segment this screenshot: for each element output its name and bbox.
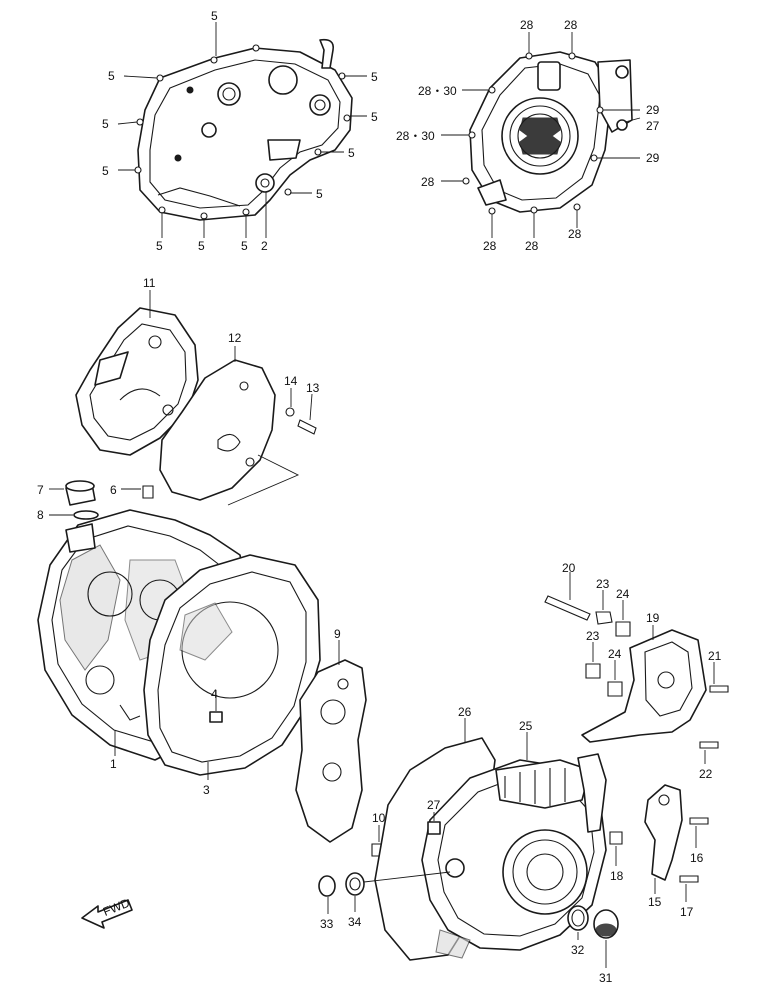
gen-cover-bolts (462, 52, 604, 215)
generator-cover-assy: 26 25 (374, 705, 607, 961)
bracket-15: 16 17 15 18 (609, 784, 709, 919)
callout-5-left3: 5 (102, 164, 109, 178)
callout-5-right1: 5 (316, 187, 323, 201)
callout-5-bottom1: 5 (156, 239, 163, 253)
callout-5-left2: 5 (102, 117, 109, 131)
callout-13: 13 (306, 381, 320, 395)
callout-8: 8 (37, 508, 44, 522)
callout-22: 22 (699, 767, 713, 781)
callout-20: 20 (562, 561, 576, 575)
callout-5-right2: 5 (348, 146, 355, 160)
callout-5-right3: 5 (371, 110, 378, 124)
callout-34: 34 (348, 915, 362, 929)
crankcase-cover-gasket-3: 4 3 (143, 554, 321, 797)
callout-26: 26 (458, 705, 472, 719)
callout-25: 25 (519, 719, 533, 733)
callout-31: 31 (599, 971, 613, 985)
callout-27-b: 27 (427, 798, 441, 812)
callout-32: 32 (571, 943, 585, 957)
callout-29-a: 29 (646, 103, 660, 117)
callout-28-c: 28 (421, 175, 435, 189)
callout-11: 11 (143, 276, 156, 290)
callout-28-e: 28 (525, 239, 539, 253)
callout-23-b: 23 (586, 629, 600, 643)
callout-15: 15 (648, 895, 662, 909)
generator-cover-outer: 28 28 28・30 28・30 28 28 28 28 29 27 29 (396, 18, 660, 253)
callout-18: 18 (610, 869, 624, 883)
callout-5-left1: 5 (108, 69, 115, 83)
callout-28-b: 28 (564, 18, 578, 32)
dowel-and-seals: 27 33 34 (318, 798, 451, 931)
callout-5-right4: 5 (371, 70, 378, 84)
callout-6: 6 (110, 483, 117, 497)
callout-5-bottom2: 5 (198, 239, 205, 253)
callout-24-b: 24 (608, 647, 622, 661)
callout-2: 2 (261, 239, 268, 253)
fasteners-13-14: 14 13 (284, 374, 320, 435)
callout-3: 3 (203, 783, 210, 797)
callout-4: 4 (211, 687, 218, 701)
clutch-cover-outer: 5 5 5 5 5 5 5 2 5 5 5 5 (102, 9, 378, 253)
callout-28-30-b: 28・30 (396, 129, 435, 143)
callout-14: 14 (284, 374, 298, 388)
callout-1: 1 (110, 757, 117, 771)
callout-16: 16 (690, 851, 704, 865)
callout-28-30-a: 28・30 (418, 84, 457, 98)
callout-19: 19 (646, 611, 660, 625)
callout-29-b: 29 (646, 151, 660, 165)
callout-12: 12 (228, 331, 242, 345)
callout-9: 9 (334, 627, 341, 641)
guard-parts-19-24: 20 23 24 23 24 19 21 22 (544, 561, 729, 781)
callout-28-a: 28 (520, 18, 534, 32)
oil-filler-parts: 7 8 6 (37, 480, 154, 522)
fwd-arrow: FWD (81, 896, 133, 929)
callout-28-d: 28 (483, 239, 497, 253)
callout-23-a: 23 (596, 577, 610, 591)
callout-27-a: 27 (646, 119, 660, 133)
callout-33: 33 (320, 917, 334, 931)
callout-28-f: 28 (568, 227, 582, 241)
callout-5-bottom3: 5 (241, 239, 248, 253)
callout-24-a: 24 (616, 587, 630, 601)
gasket-12: 12 (159, 331, 300, 506)
callout-21: 21 (708, 649, 722, 663)
plug-and-oring: 32 31 (567, 905, 619, 985)
callout-5-top: 5 (211, 9, 218, 23)
callout-17: 17 (680, 905, 694, 919)
callout-7: 7 (37, 483, 44, 497)
cover-bolts (134, 44, 351, 220)
clutch-cover-gasket-11: 11 (75, 276, 199, 456)
callout-10: 10 (372, 811, 386, 825)
